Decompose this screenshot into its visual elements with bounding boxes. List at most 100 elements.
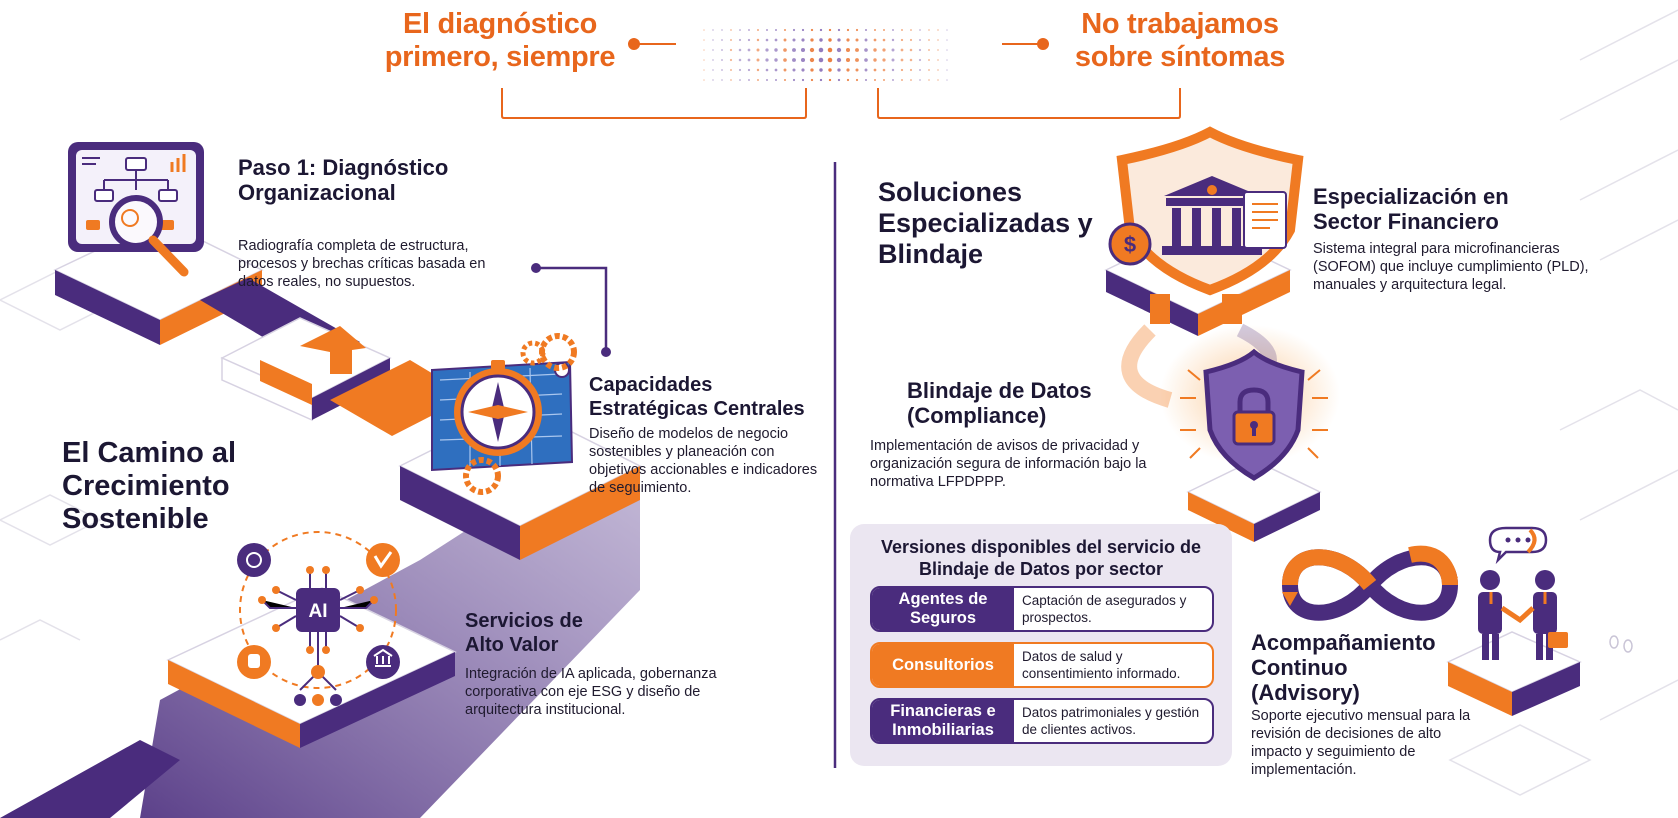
header-dot [901, 29, 903, 31]
header-dot [864, 38, 868, 42]
header-dot [883, 29, 885, 31]
financial-description: Sistema integral para microfinancieras (… [1313, 241, 1589, 293]
padlock-shield-icon [1180, 348, 1328, 481]
header-dot [901, 79, 903, 81]
header-dot [910, 29, 912, 31]
header-dot [855, 58, 859, 62]
header-dot [928, 29, 930, 31]
header-dot [774, 28, 778, 32]
header-dot [729, 58, 733, 62]
header-dot [738, 38, 742, 42]
header-dot [738, 58, 742, 62]
header-dot [712, 29, 714, 31]
header-dot [703, 39, 705, 41]
header-dot [864, 48, 868, 52]
header-dot [712, 59, 714, 61]
header-dot [765, 58, 769, 62]
header-dot [720, 58, 724, 62]
header-dot [766, 79, 768, 81]
infinity-cycle-icon [1281, 545, 1459, 621]
header-dot [783, 68, 787, 72]
header-dot [827, 47, 833, 53]
step3-platform [166, 587, 457, 748]
header-dot [739, 79, 741, 81]
financial-title: Especialización en Sector Financiero [1313, 184, 1509, 234]
header-dot [846, 78, 850, 82]
header-dot [873, 78, 877, 82]
header-dot [783, 58, 787, 62]
header-dot [774, 68, 778, 72]
header-dot [828, 28, 832, 32]
header-dot [721, 29, 723, 31]
header-dot [809, 47, 815, 53]
left-section-title: El Camino al Crecimiento Sostenible [62, 437, 237, 535]
header-dot [703, 49, 705, 51]
header-dot [918, 48, 922, 52]
decorative-ovals [1609, 635, 1633, 653]
header-dot [909, 38, 913, 42]
header-dot [729, 38, 733, 42]
header-dot [801, 38, 805, 42]
header-dot [712, 69, 714, 71]
header-dot [937, 49, 939, 51]
header-dot [928, 79, 930, 81]
header-connectors [501, 38, 1181, 119]
header-dot [818, 57, 824, 63]
step3-description: Integración de IA aplicada, gobernanza c… [465, 666, 717, 718]
header-dot [810, 38, 814, 42]
header-dot [792, 28, 796, 32]
header-dot [747, 48, 751, 52]
ai-network-icon: AI [237, 531, 400, 706]
header-dot [864, 58, 868, 62]
compass-map-icon [431, 333, 577, 495]
header-dot [919, 29, 921, 31]
header-dot [946, 59, 948, 61]
header-dot [712, 79, 714, 81]
header-dot [766, 29, 768, 31]
background-grid-lines [0, 9, 1678, 796]
header-dot [937, 79, 939, 81]
header-dot [855, 38, 859, 42]
header-dot [783, 38, 787, 42]
header-dot [819, 28, 823, 32]
step1-title: Paso 1: Diagnóstico Organizacional [238, 155, 449, 205]
header-dot [855, 48, 859, 52]
header-dot [918, 68, 922, 72]
header-dot [846, 68, 850, 72]
header-dot [845, 57, 851, 63]
right-section-title: Soluciones Especializadas y Blindaje [878, 177, 1093, 269]
header-dot [900, 68, 904, 72]
header-dot [810, 28, 814, 32]
step2-title: Capacidades Estratégicas Centrales [589, 374, 805, 420]
header-dot [883, 79, 885, 81]
handshake-icon [1478, 526, 1568, 660]
versions-title: Versiones disponibles del servicio de Bl… [880, 537, 1202, 579]
header-dot [810, 68, 814, 72]
org-chart-tablet-icon [68, 142, 204, 277]
header-dot [720, 48, 724, 52]
header-dot [946, 69, 948, 71]
header-dot [809, 57, 815, 63]
header-dot [937, 39, 939, 41]
header-dot [837, 78, 841, 82]
version-row-seguros: Agentes de Seguros Captación de asegurad… [870, 586, 1214, 632]
header-dot [757, 79, 759, 81]
header-dot [721, 39, 723, 41]
header-dot [765, 68, 769, 72]
header-dot [891, 38, 895, 42]
header-dot [900, 58, 904, 62]
data-shield-title: Blindaje de Datos (Compliance) [907, 378, 1092, 428]
header-dot [846, 38, 850, 42]
header-dot [721, 79, 723, 81]
header-dot [765, 48, 769, 52]
header-dot [891, 68, 895, 72]
header-dot [792, 58, 796, 62]
header-dot [855, 28, 859, 32]
header-dot [855, 68, 859, 72]
header-dot [873, 58, 877, 62]
header-dot [712, 49, 714, 51]
header-dot [946, 39, 948, 41]
header-dot [792, 48, 796, 52]
version-description: Datos de salud y consentimiento informad… [1022, 649, 1181, 681]
